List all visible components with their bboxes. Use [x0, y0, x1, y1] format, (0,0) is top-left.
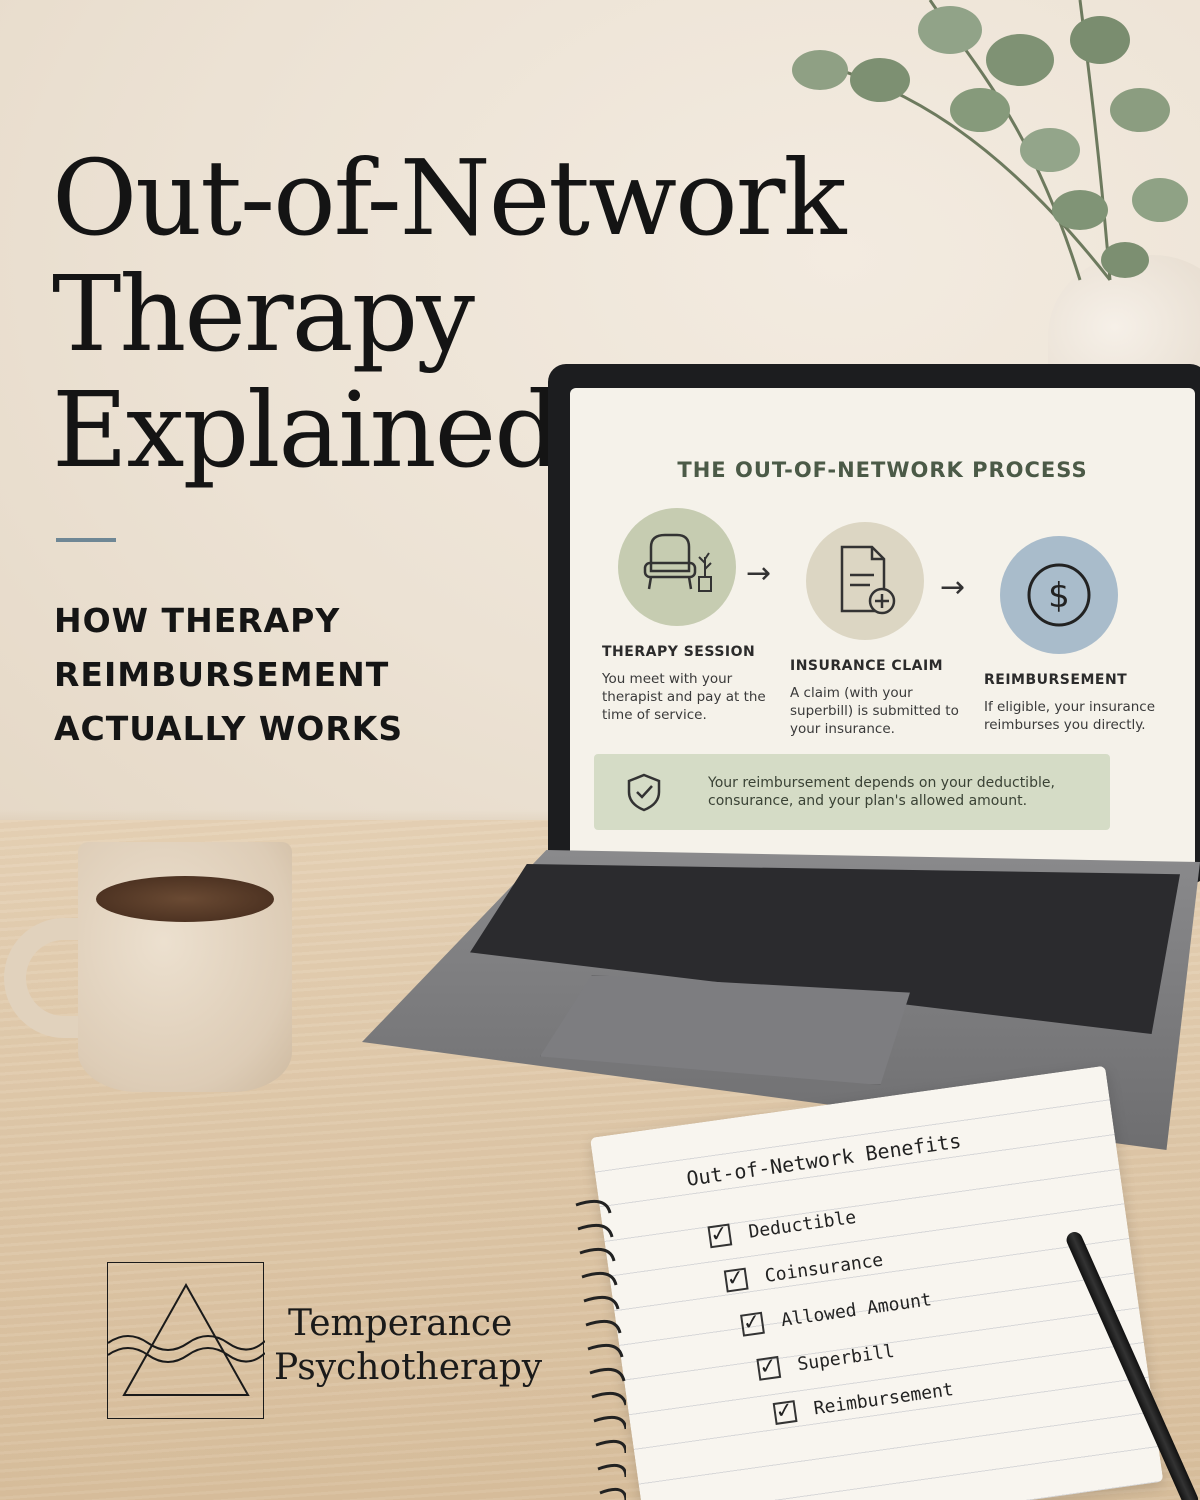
- checklist-item: Coinsurance: [723, 1249, 885, 1293]
- brand-name: Temperance Psychotherapy: [274, 1302, 542, 1390]
- reimbursement-notice: Your reimbursement depends on your deduc…: [594, 754, 1110, 830]
- step-circle: [806, 522, 924, 640]
- step-label: REIMBURSEMENT: [984, 672, 1128, 688]
- headline-line-1: Out-of-Network: [52, 137, 846, 259]
- checklist-item-label: Coinsurance: [763, 1249, 885, 1287]
- step-reimbursement: $ REIMBURSEMENT If eligible, your insura…: [984, 536, 1169, 734]
- step-description: A claim (with your superbill) is submitt…: [790, 685, 959, 737]
- notebook-title: Out-of-Network Benefits: [684, 1128, 963, 1191]
- accent-rule: [56, 538, 116, 542]
- checklist-item: Allowed Amount: [740, 1288, 933, 1337]
- dollar-icon: $: [1027, 563, 1091, 627]
- laptop-screen: THE OUT-OF-NETWORK PROCESS THERAPY SESSI…: [570, 388, 1195, 868]
- checkbox-icon: [707, 1223, 733, 1249]
- step-circle: [618, 508, 736, 626]
- eucalyptus-plant-icon: [792, 0, 1188, 281]
- step-description: If eligible, your insurance reimburses y…: [984, 699, 1156, 733]
- notebook-spiral: [575, 1199, 626, 1500]
- subhead-line-3: ACTUALLY WORKS: [54, 709, 404, 748]
- arrow-icon: →: [746, 556, 772, 591]
- step-therapy-session: THERAPY SESSION You meet with your thera…: [602, 508, 787, 724]
- step-label: INSURANCE CLAIM: [790, 658, 944, 674]
- notice-text: Your reimbursement depends on your deduc…: [708, 775, 1055, 809]
- step-insurance-claim: INSURANCE CLAIM A claim (with your super…: [790, 522, 975, 738]
- arrow-icon: →: [940, 570, 966, 605]
- subhead-line-1: HOW THERAPY: [54, 601, 341, 640]
- brand-line-1: Temperance: [288, 1303, 513, 1344]
- logo-mark: [107, 1262, 266, 1419]
- checkbox-icon: [756, 1355, 782, 1381]
- checkbox-icon: [772, 1400, 798, 1425]
- brand-line-2: Psychotherapy: [274, 1347, 543, 1388]
- shield-check-icon: [627, 773, 661, 812]
- headline: Out-of-Network Therapy Explained: [52, 140, 932, 488]
- checklist-item-label: Superbill: [796, 1340, 896, 1375]
- checklist-item-label: Reimbursement: [812, 1378, 955, 1419]
- checklist-item: Deductible: [707, 1206, 858, 1249]
- step-description: You meet with your therapist and pay at …: [602, 671, 766, 723]
- headline-line-3: Explained: [52, 369, 561, 491]
- notebook: Out-of-Network Benefits Deductible Coins…: [590, 1065, 1164, 1500]
- screen-title: THE OUT-OF-NETWORK PROCESS: [677, 458, 1088, 482]
- subheadline: HOW THERAPY REIMBURSEMENT ACTUALLY WORKS: [54, 594, 514, 756]
- armchair-icon: [643, 533, 712, 592]
- mountain-wave-logo-icon: [107, 1282, 266, 1396]
- checklist-item-label: Allowed Amount: [779, 1288, 933, 1331]
- checkbox-icon: [723, 1267, 749, 1293]
- checklist-item: Superbill: [756, 1340, 896, 1381]
- svg-text:$: $: [1048, 576, 1070, 616]
- coffee: [96, 876, 274, 922]
- checklist-item: Reimbursement: [772, 1378, 955, 1425]
- step-circle: $: [1000, 536, 1118, 654]
- checkbox-icon: [740, 1311, 765, 1337]
- document-plus-icon: [840, 545, 896, 615]
- checklist-item-label: Deductible: [747, 1206, 858, 1243]
- step-label: THERAPY SESSION: [602, 644, 756, 660]
- subhead-line-2: REIMBURSEMENT: [54, 655, 390, 694]
- headline-line-2: Therapy: [52, 253, 475, 375]
